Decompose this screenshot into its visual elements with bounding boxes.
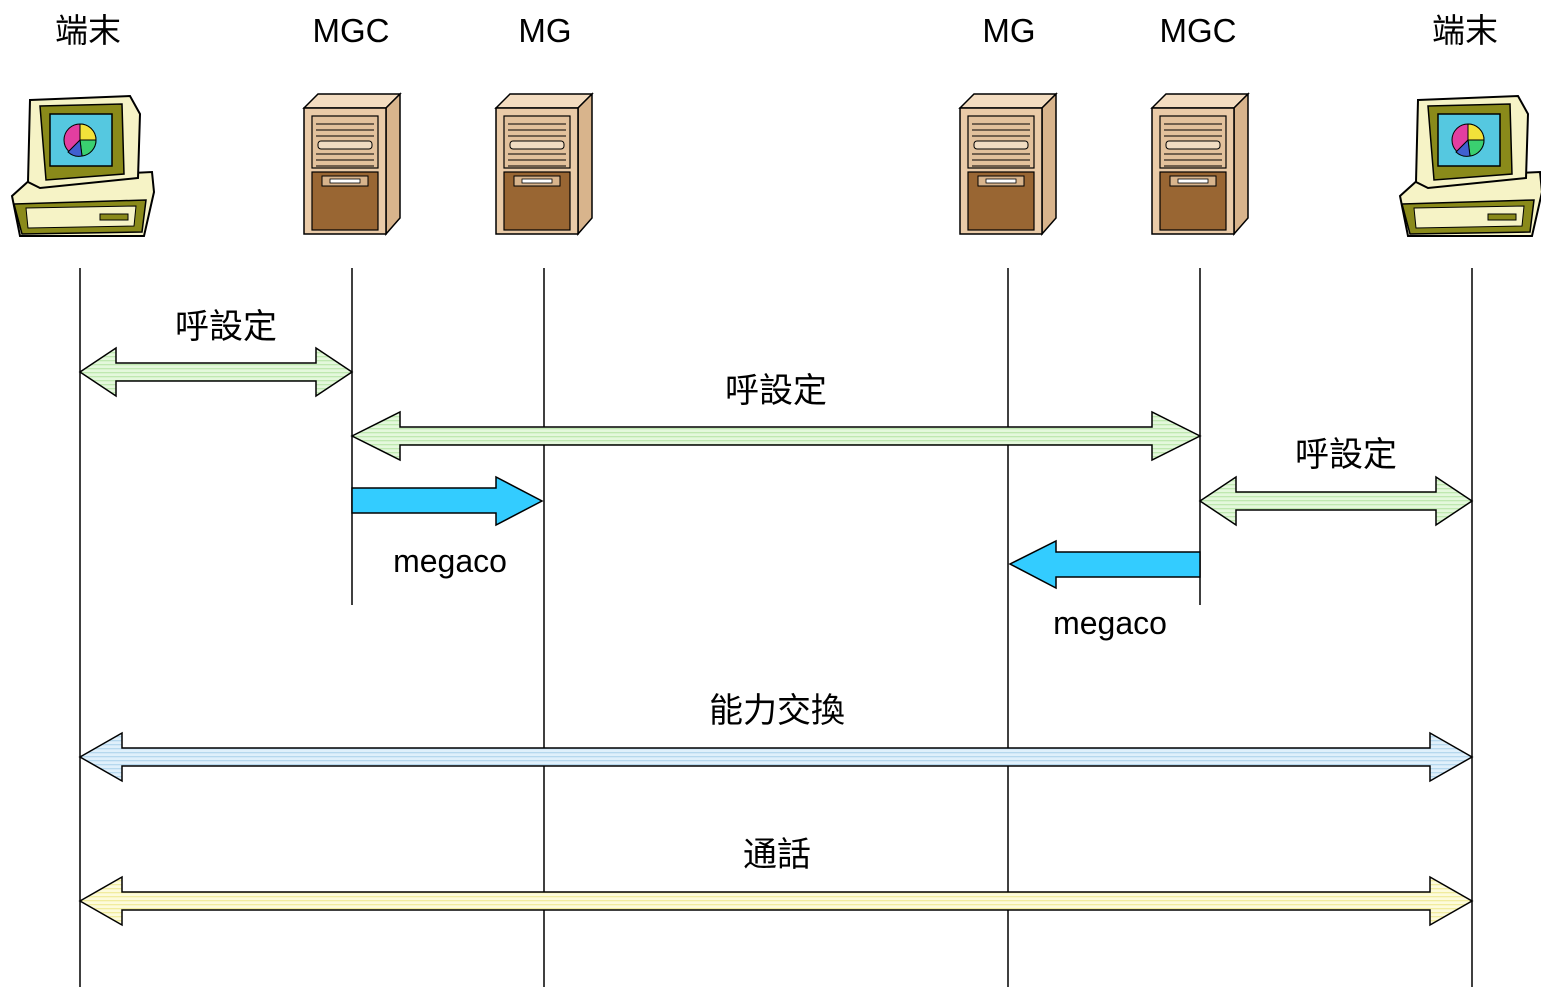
server-icon	[959, 93, 1057, 235]
server-icon	[1151, 93, 1249, 235]
entity-label-mg-right: MG	[982, 12, 1035, 49]
server-icon	[495, 93, 593, 235]
entity-label-mgc-right: MGC	[1160, 12, 1237, 49]
terminal-icon	[1399, 95, 1541, 237]
single-arrow-megaco-1	[351, 475, 544, 527]
message-label-call-setup-1: 呼設定	[175, 307, 277, 347]
double-arrow-call-setup-3	[1198, 475, 1474, 527]
message-label-capability-exchange: 能力交換	[709, 691, 845, 731]
terminal-icon	[11, 95, 155, 237]
double-arrow-call-setup-2	[350, 410, 1202, 462]
message-label-megaco-1: megaco	[393, 543, 507, 579]
single-arrow-megaco-2	[1008, 539, 1201, 590]
server-icon	[303, 93, 401, 235]
entity-label-terminal-left: 端末	[55, 12, 121, 49]
double-arrow-capability-exchange	[78, 731, 1474, 783]
entity-label-mg-left: MG	[518, 12, 571, 49]
entity-label-terminal-right: 端末	[1432, 12, 1498, 49]
entity-label-mgc-left: MGC	[313, 12, 390, 49]
message-label-megaco-2: megaco	[1053, 605, 1167, 641]
message-label-call: 通話	[743, 835, 811, 875]
message-label-call-setup-2: 呼設定	[725, 371, 827, 411]
double-arrow-call-setup-1	[78, 346, 354, 398]
message-label-call-setup-3: 呼設定	[1295, 435, 1397, 475]
double-arrow-call	[78, 875, 1474, 927]
